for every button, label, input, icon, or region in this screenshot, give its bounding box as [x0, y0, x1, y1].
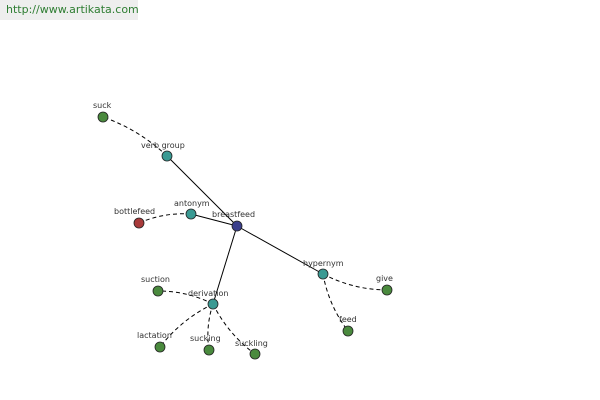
node-suction[interactable]: suction [141, 275, 170, 297]
node-suction-label: suction [141, 275, 170, 284]
nodes-layer: breastfeed verb group antonym hypernym deriv… [93, 101, 393, 360]
node-feed[interactable]: feed [339, 315, 357, 337]
node-breastfeed-label: breastfeed [212, 210, 255, 219]
node-give-dot[interactable] [381, 284, 393, 296]
edge-derivation-to-suckling [212, 303, 256, 355]
edge-breastfeed-to-derivation [212, 225, 238, 305]
node-hypernym-dot[interactable] [317, 268, 329, 280]
node-feed-label: feed [339, 315, 357, 324]
node-sucking[interactable]: sucking [190, 334, 221, 356]
node-bottlefeed-dot[interactable] [133, 217, 145, 229]
node-hypernym-label: hypernym [303, 259, 344, 268]
node-antonym-dot[interactable] [185, 208, 197, 220]
node-suckling[interactable]: suckling [235, 339, 268, 360]
node-breastfeed-dot[interactable] [231, 220, 243, 232]
node-lactation-dot[interactable] [154, 341, 166, 353]
node-suck[interactable]: suck [93, 101, 112, 123]
node-bottlefeed[interactable]: bottlefeed [114, 207, 155, 229]
edge-derivation-to-sucking [207, 303, 214, 351]
node-derivation-dot[interactable] [207, 298, 219, 310]
node-give[interactable]: give [376, 274, 393, 296]
node-lactation[interactable]: lactation [137, 331, 172, 353]
node-sucking-label: sucking [190, 334, 221, 343]
watermark-link[interactable]: http://www.artikata.com [0, 0, 139, 20]
node-verb-group-dot[interactable] [161, 150, 173, 162]
node-breastfeed[interactable]: breastfeed [212, 210, 255, 232]
node-bottlefeed-label: bottlefeed [114, 207, 155, 216]
edge-verb-group-to-suck [102, 116, 168, 157]
node-suck-dot[interactable] [97, 111, 109, 123]
node-give-label: give [376, 274, 393, 283]
edge-breastfeed-to-antonym [190, 213, 238, 227]
node-derivation[interactable]: derivation [188, 289, 228, 310]
node-lactation-label: lactation [137, 331, 172, 340]
edge-breastfeed-to-hypernym [236, 225, 324, 275]
node-suction-dot[interactable] [152, 285, 164, 297]
node-hypernym[interactable]: hypernym [303, 259, 344, 280]
node-antonym-label: antonym [174, 199, 210, 208]
node-suckling-label: suckling [235, 339, 268, 348]
node-derivation-label: derivation [188, 289, 228, 298]
node-antonym[interactable]: antonym [174, 199, 210, 220]
node-verb-group[interactable]: verb group [141, 141, 185, 162]
node-suckling-dot[interactable] [249, 348, 261, 360]
node-sucking-dot[interactable] [203, 344, 215, 356]
node-feed-dot[interactable] [342, 325, 354, 337]
edge-breastfeed-to-verb-group [166, 155, 238, 227]
node-suck-label: suck [93, 101, 112, 110]
node-verb-group-label: verb group [141, 141, 185, 150]
